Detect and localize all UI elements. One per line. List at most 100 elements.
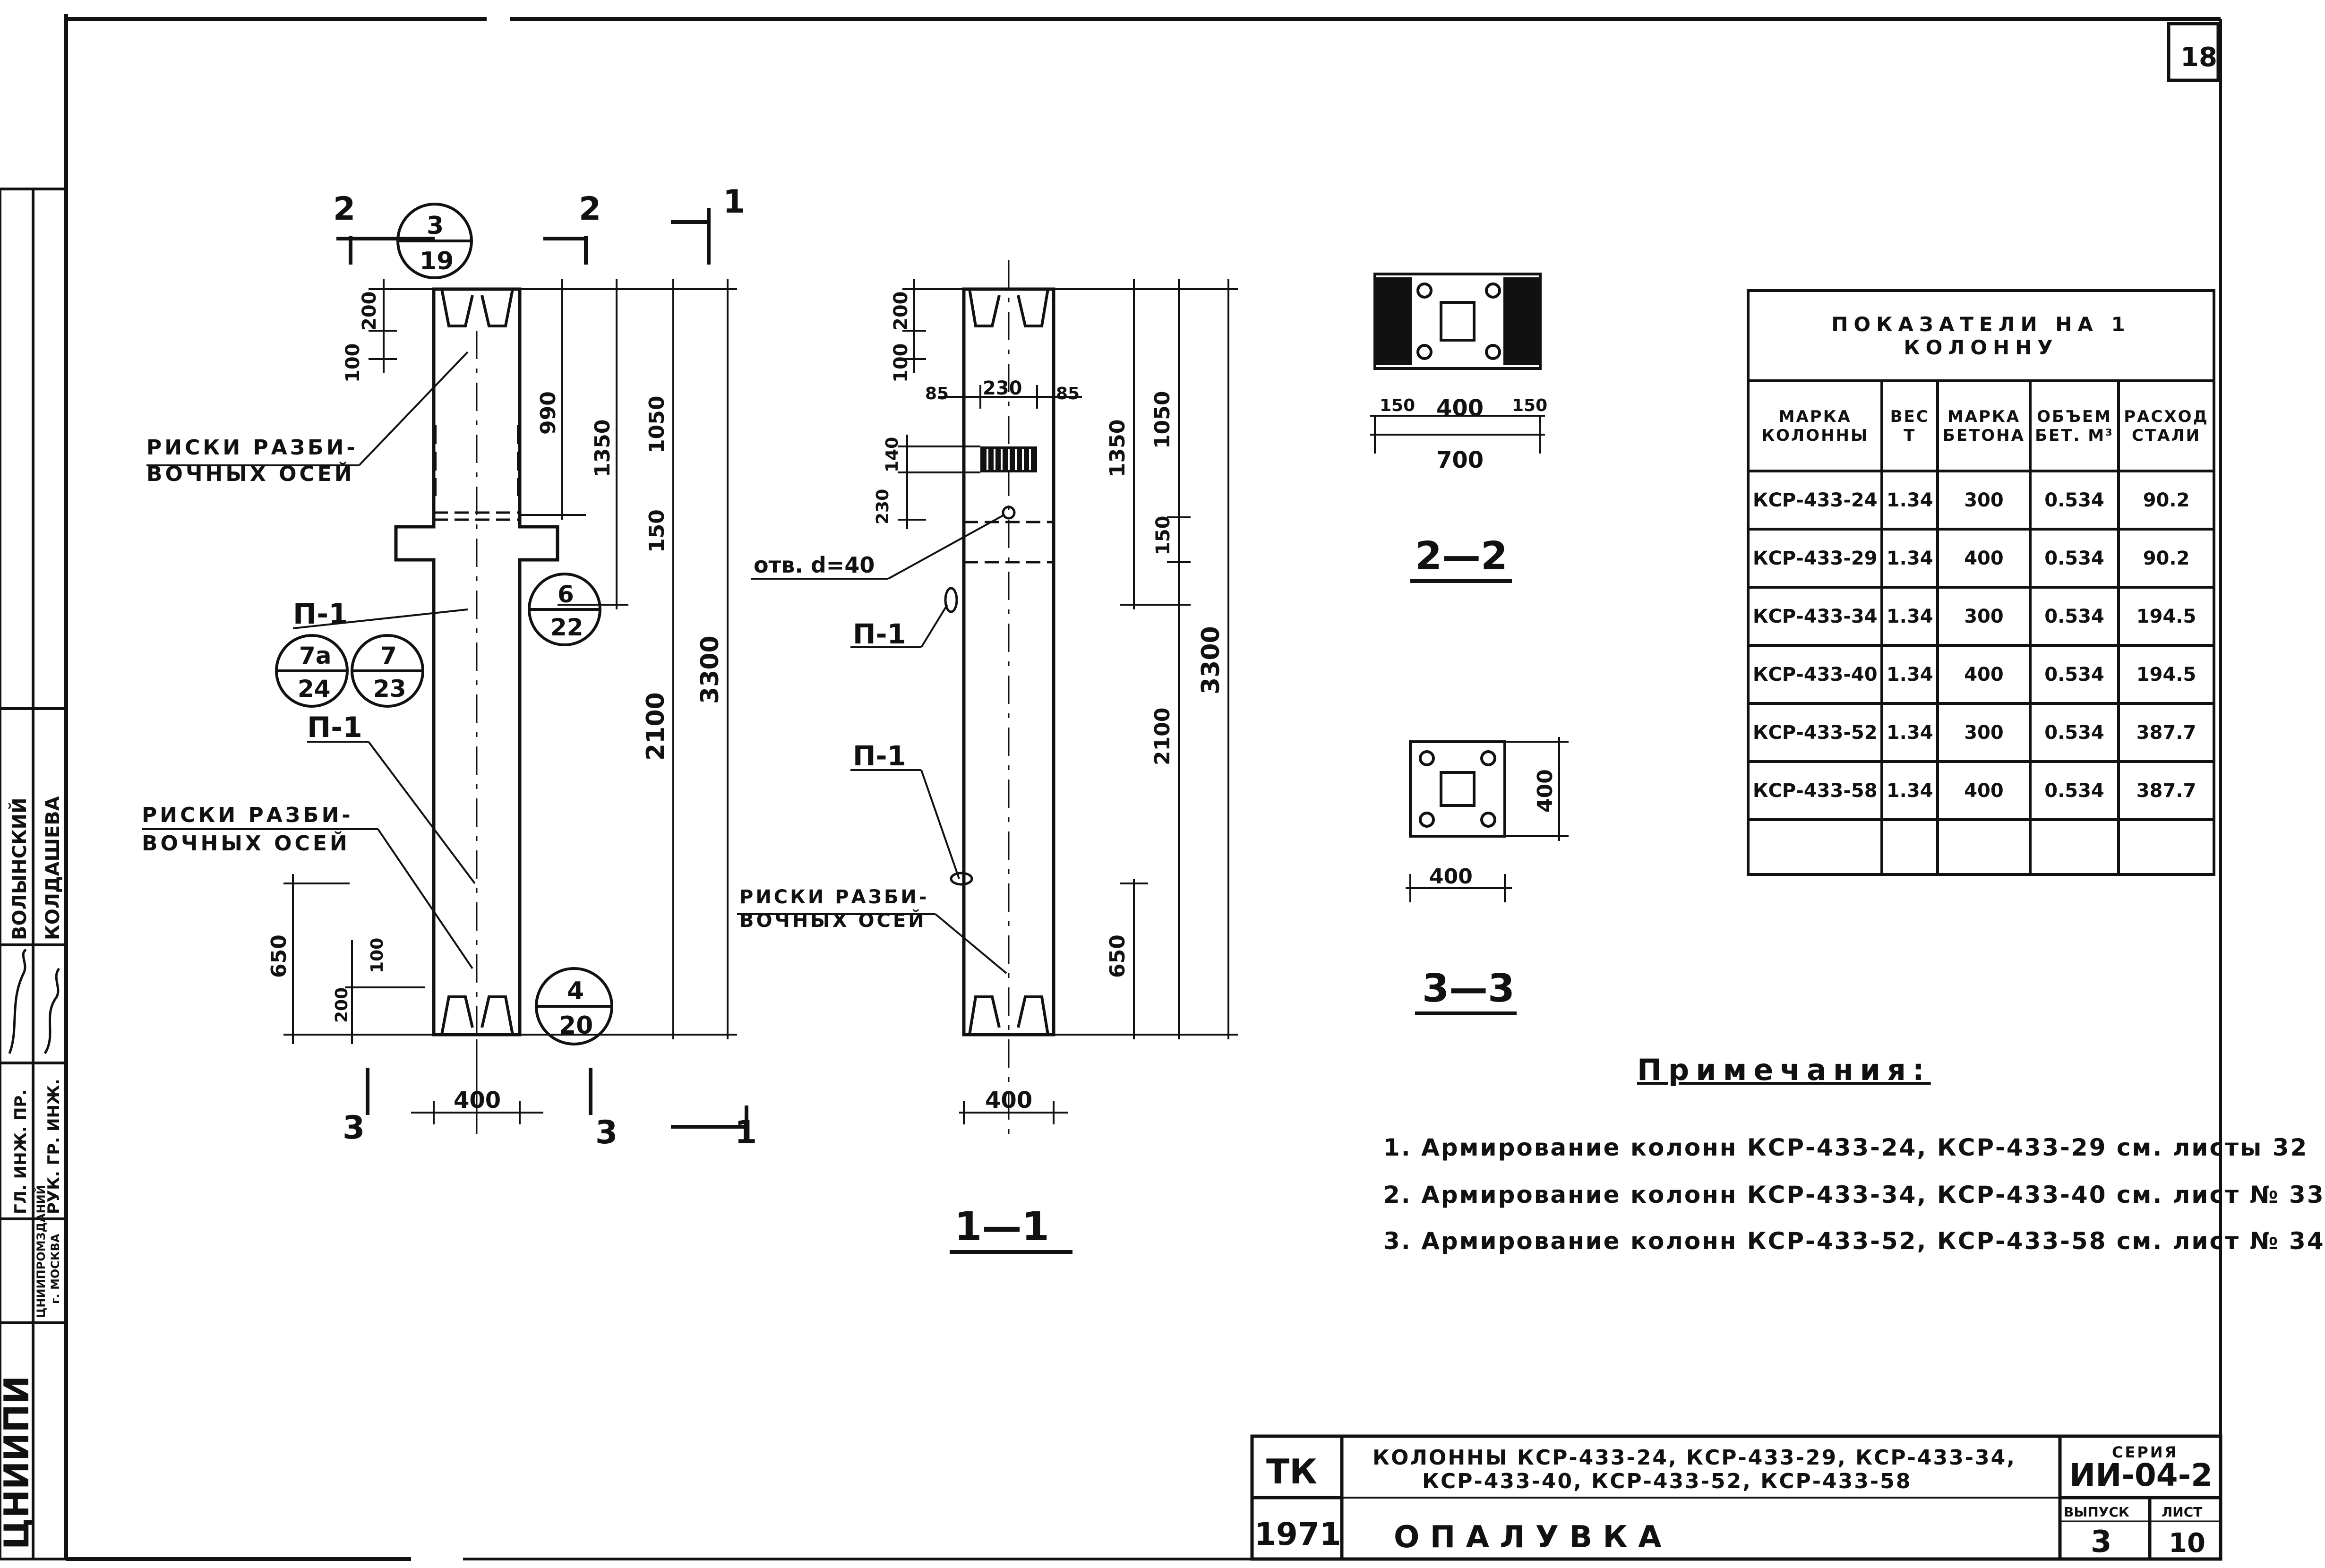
dim-a-2100: 2100 — [642, 692, 670, 761]
callout-3-num: 3 — [427, 212, 444, 240]
label-p1-upper-b: П-1 — [853, 618, 906, 650]
cell-grade: 400 — [1936, 760, 2032, 821]
column-elevation-a — [394, 287, 559, 1134]
dims-a-right — [520, 279, 737, 1039]
callout-4-num: 4 — [567, 977, 584, 1005]
label-risks-bot-1: РИСКИ РАЗБИ- — [142, 803, 353, 827]
callout-7-num: 7 — [380, 642, 397, 669]
dim-b-150: 150 — [1152, 516, 1174, 556]
title-block-frame — [1250, 1434, 2222, 1561]
label-p1-lower-a: П-1 — [307, 711, 362, 744]
tb-sheet-title: О П А Л У В К А — [1394, 1520, 1662, 1555]
cell-volume: 0.534 — [2028, 702, 2120, 763]
callouts-a — [275, 203, 613, 1045]
cell-weight: 1.34 — [1880, 528, 1939, 589]
section-title-2-2: 2—2 — [1415, 534, 1508, 579]
cell-mark: КСР-433-29 — [1746, 528, 1884, 589]
dim-a-650: 650 — [267, 934, 291, 978]
dims-a-top — [369, 279, 434, 373]
drawing-sheet: 18 ЦНИИПИ ЦНИИПРОМЗДАНИЙ г. МОСКВА ГЛ. И… — [0, 14, 2222, 1561]
mark-1-bottom: 1 — [735, 1114, 757, 1151]
cell-steel: 90.2 — [2117, 470, 2215, 531]
callout-6-den: 22 — [550, 614, 583, 641]
cell-weight: 1.34 — [1880, 586, 1939, 647]
leaders-b — [737, 514, 1007, 974]
dim-a-1050: 1050 — [645, 396, 669, 454]
cell-mark: КСР-433-24 — [1746, 470, 1884, 531]
section-3-3-drawing — [1406, 737, 1569, 902]
tb-org: ТК — [1266, 1452, 1317, 1491]
dim-b-1050: 1050 — [1150, 391, 1175, 449]
dim-b-2100: 2100 — [1150, 708, 1175, 765]
dim-a-3300: 3300 — [696, 635, 724, 704]
dim-22-150l: 150 — [1380, 396, 1415, 415]
callout-4-den: 20 — [559, 1011, 593, 1040]
cell-mark: КСР-433-34 — [1746, 586, 1884, 647]
stamp-role-1: ГЛ. ИНЖ. ПР. — [11, 1089, 30, 1214]
label-p1-upper-a: П-1 — [293, 598, 348, 631]
mark-2-left: 2 — [333, 190, 355, 228]
dim-a-100-bot: 100 — [368, 938, 387, 973]
dim-b-230: 230 — [983, 377, 1022, 399]
stamp-org: ЦНИИПИ — [0, 1376, 36, 1550]
note-3: 3. Армирование колонн КСР-433-52, КСР-43… — [1383, 1227, 2325, 1255]
cell-grade: 400 — [1936, 528, 2032, 589]
dim-b-140: 140 — [883, 437, 902, 472]
dim-33-height: 400 — [1533, 769, 1557, 813]
dim-33-width: 400 — [1429, 865, 1473, 889]
side-stamp-texts: ЦНИИПИ ЦНИИПРОМЗДАНИЙ г. МОСКВА ГЛ. ИНЖ.… — [0, 796, 64, 1550]
note-1: 1. Армирование колонн КСР-433-24, КСР-43… — [1383, 1134, 2308, 1161]
section-marks-a — [336, 208, 748, 1143]
tb-sheet-label: ЛИСТ — [2162, 1504, 2202, 1520]
cell-steel: 194.5 — [2117, 644, 2215, 705]
cell-steel: 387.7 — [2117, 702, 2215, 763]
dim-b-650: 650 — [1106, 934, 1130, 978]
tb-sheet-value: 10 — [2169, 1528, 2205, 1559]
dim-a-100: 100 — [342, 343, 364, 383]
side-stamp — [0, 188, 68, 1560]
mark-2-right: 2 — [579, 190, 601, 228]
cell-steel: 194.5 — [2117, 586, 2215, 647]
cell-weight: 1.34 — [1880, 702, 1939, 763]
cell-weight: 1.34 — [1880, 760, 1939, 821]
cell-mark: КСР-433-58 — [1746, 760, 1884, 821]
mark-3-left: 3 — [343, 1109, 365, 1147]
cell-steel: 387.7 — [2117, 760, 2215, 821]
table-row-empty — [1746, 818, 2215, 876]
cell-grade: 400 — [1936, 644, 2032, 705]
tb-issue-label: ВЫПУСК — [2064, 1504, 2129, 1520]
label-risks-top-2: ВОЧНЫХ ОСЕЙ — [146, 461, 355, 486]
lifting-loops-b — [944, 587, 973, 886]
cell-weight: 1.34 — [1880, 644, 1939, 705]
tb-year: 1971 — [1254, 1516, 1341, 1552]
column-elevation-b — [959, 260, 1068, 1143]
label-hole: отв. d=40 — [754, 552, 875, 578]
stamp-org-sub-2: г. МОСКВА — [49, 1234, 62, 1304]
stamp-name-2: КОЛДАШЕВА — [42, 796, 64, 940]
cell-grade: 300 — [1936, 702, 2032, 763]
table-caption: ПОКАЗАТЕЛИ НА 1 КОЛОННУ — [1747, 289, 2215, 382]
stamp-org-sub-1: ЦНИИПРОМЗДАНИЙ — [34, 1185, 48, 1318]
cell-volume: 0.534 — [2028, 586, 2120, 647]
section-2-2-drawing — [1370, 273, 1545, 454]
dim-b-width: 400 — [985, 1087, 1032, 1114]
tb-series-value: ИИ-04-2 — [2069, 1457, 2213, 1493]
callout-6-num: 6 — [558, 581, 574, 608]
callout-7a-num: 7a — [299, 642, 332, 669]
dim-b-3300: 3300 — [1197, 626, 1225, 694]
dim-b-85l: 85 — [925, 384, 949, 403]
tb-desc-1: КОЛОННЫ КСР-433-24, КСР-433-29, КСР-433-… — [1373, 1446, 2016, 1470]
dim-b-200: 200 — [890, 291, 912, 331]
section-title-3-3: 3—3 — [1422, 966, 1515, 1011]
embedded-plate-b-ticks — [987, 449, 1031, 470]
stamp-name-1: ВОЛЫНСКИЙ — [8, 797, 31, 940]
